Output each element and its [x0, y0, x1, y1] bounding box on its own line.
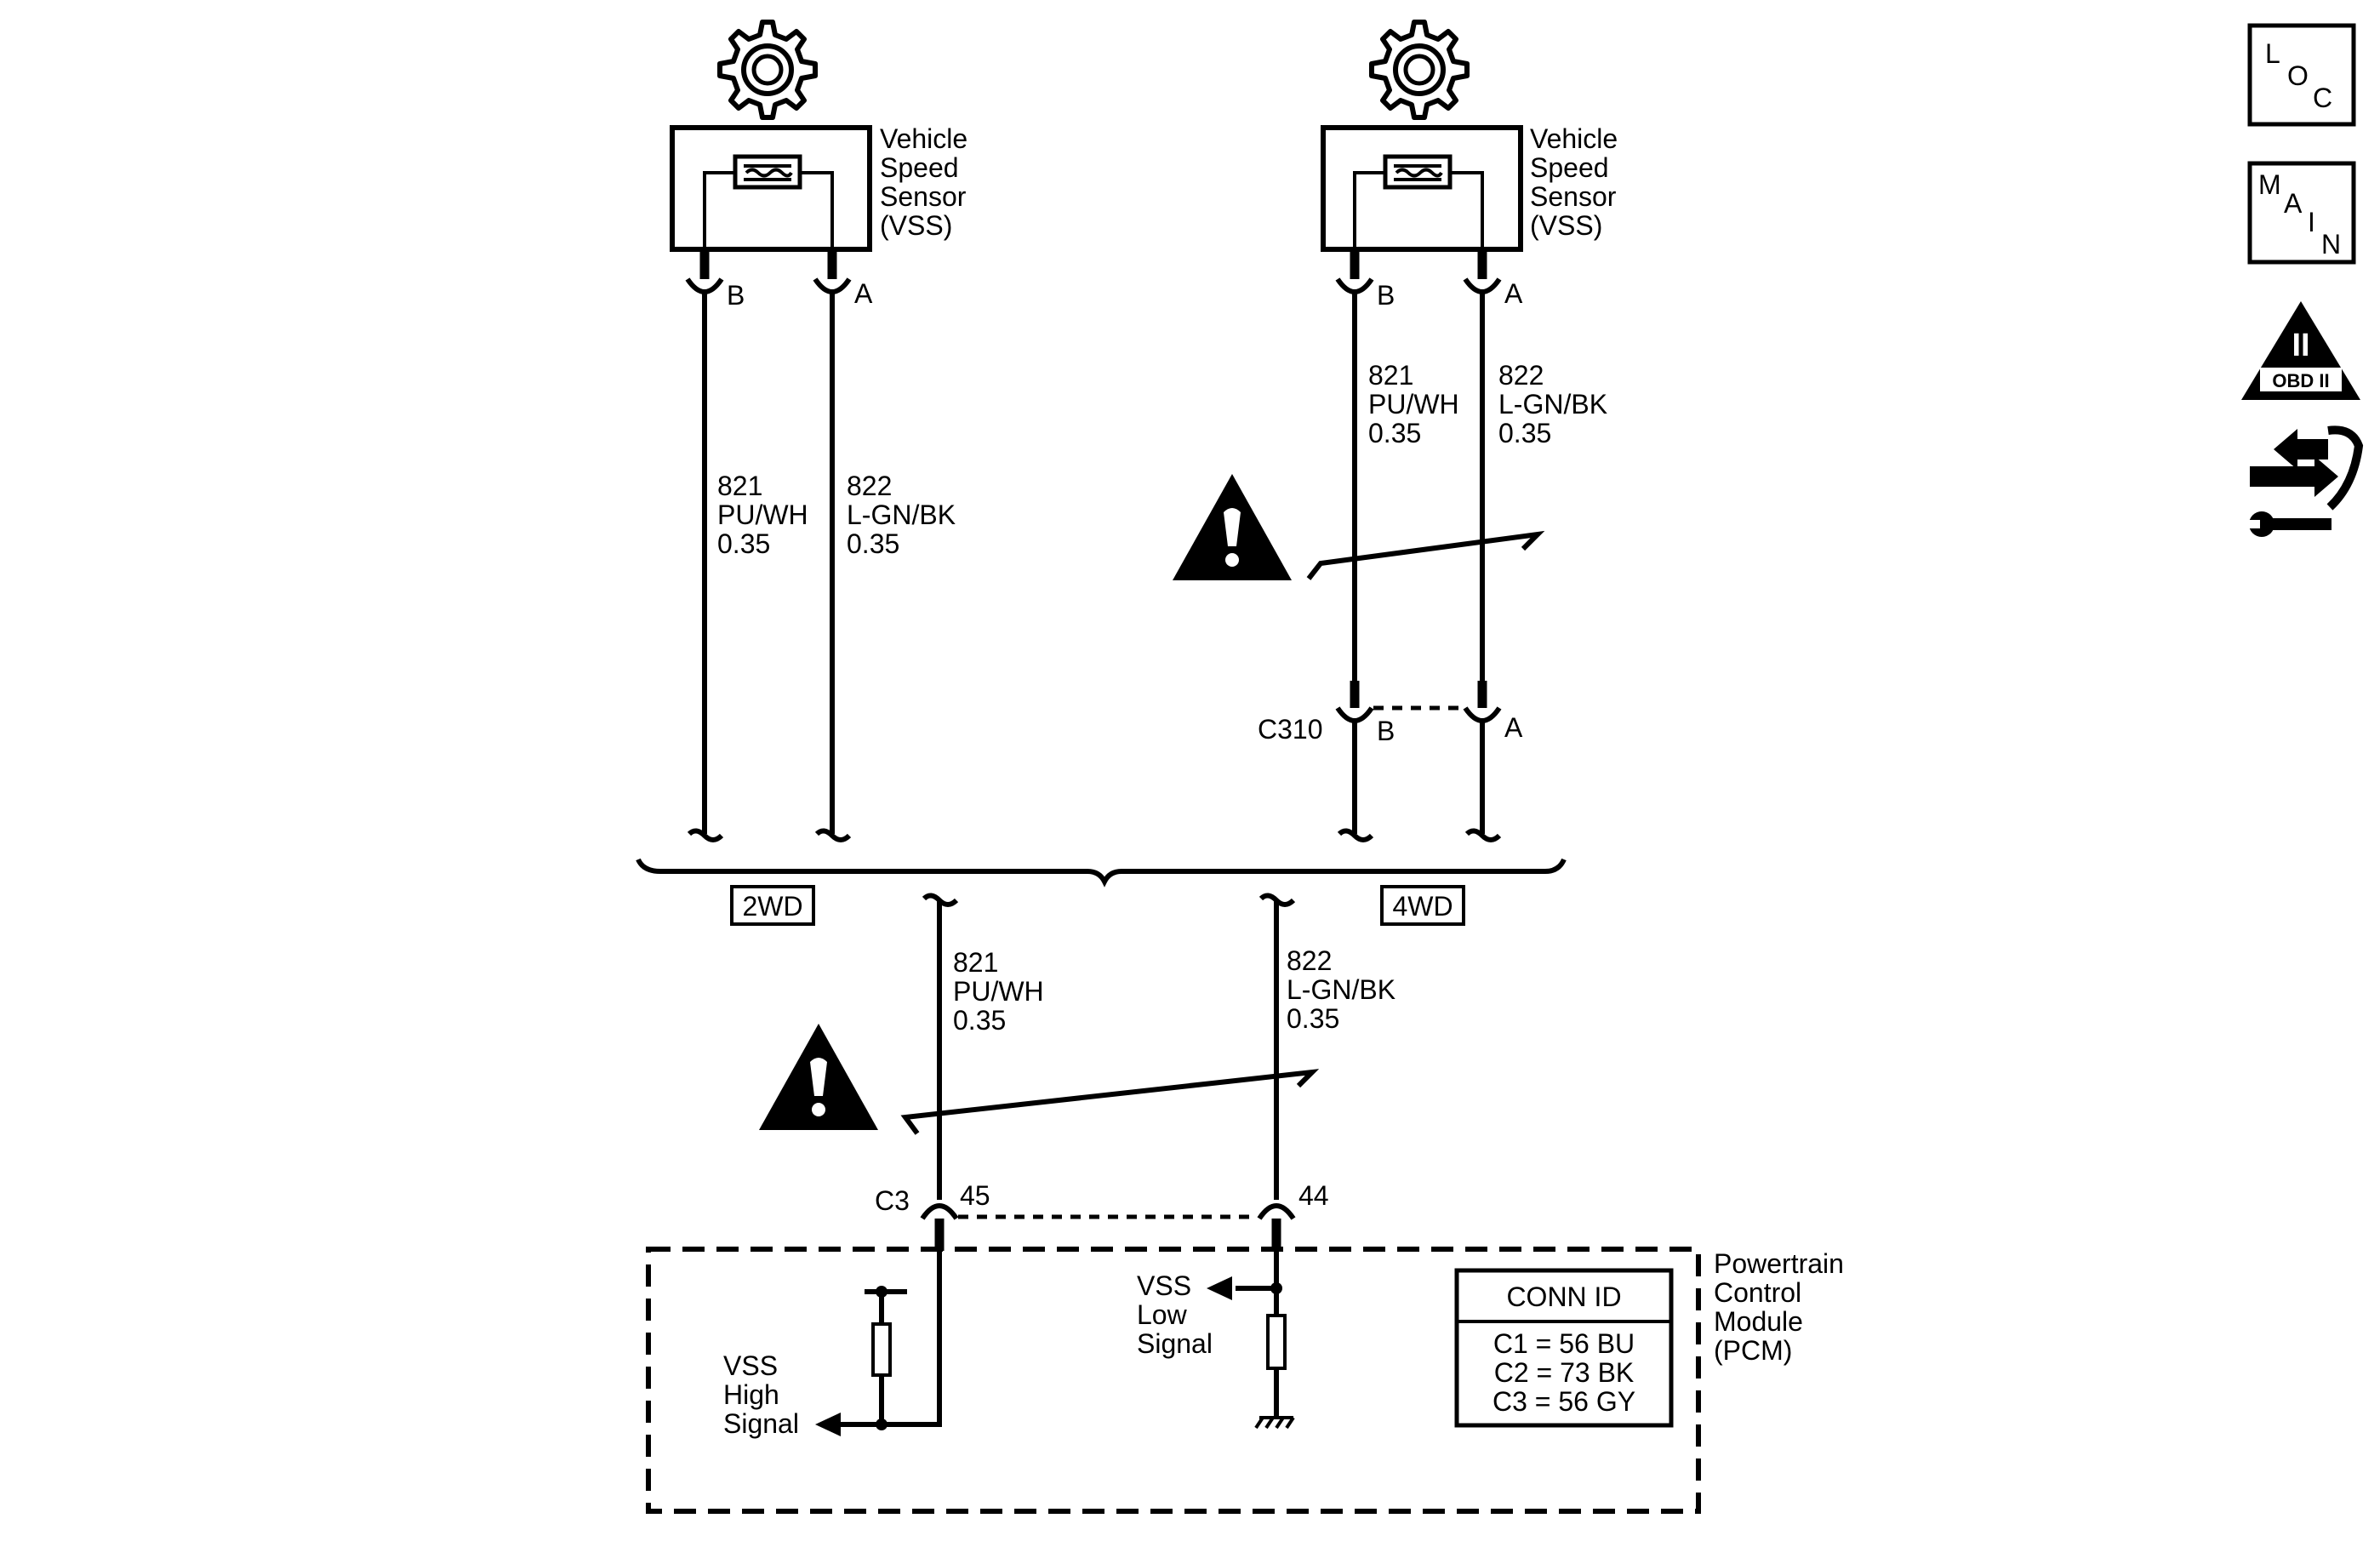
vss-4wd-label-4: (VSS)	[1530, 210, 1602, 241]
connector-c3: C3 45 44	[875, 1180, 1329, 1251]
connector-c310: C310 B A	[1258, 681, 1523, 842]
wire-821-pcm-number: 821	[953, 947, 998, 978]
wire-821-pcm-color: PU/WH	[953, 976, 1044, 1007]
vss-4wd-label-1: Vehicle	[1530, 123, 1618, 154]
c3-pin-44: 44	[1298, 1180, 1329, 1211]
option-brace: 2WD 4WD	[636, 858, 1567, 926]
vss-4wd-label-3: Sensor	[1530, 181, 1617, 212]
option-4wd-label: 4WD	[1392, 891, 1453, 922]
vss-4wd-sensor: Vehicle Speed Sensor (VSS) B A	[1321, 22, 1618, 311]
c310-label: C310	[1258, 714, 1323, 745]
wire-822-2wd-color: L-GN/BK	[847, 499, 956, 530]
pcm-label-4: (PCM)	[1714, 1335, 1792, 1366]
vss-2wd-pin-a: A	[854, 278, 873, 309]
vss-2wd-sensor: Vehicle Speed Sensor (VSS) B A	[670, 22, 967, 311]
vss-2wd-label-2: Speed	[880, 152, 959, 183]
obd-ii-button[interactable]: II OBD II	[2241, 301, 2360, 400]
gear-icon	[720, 22, 815, 117]
vss-2wd-label-1: Vehicle	[880, 123, 967, 154]
conn-id-row: C1 = 56 BU	[1493, 1328, 1635, 1359]
pcm-label-2: Control	[1714, 1277, 1801, 1308]
vss-4wd-pin-a: A	[1504, 278, 1523, 309]
main-letter: I	[2308, 207, 2315, 237]
option-4wd-box	[1380, 885, 1465, 926]
vss-2wd-label-4: (VSS)	[880, 210, 952, 241]
wire-822-pcm-size: 0.35	[1287, 1003, 1339, 1034]
vss-4wd-pin-b: B	[1377, 280, 1395, 311]
vss-high-label-2: High	[723, 1379, 779, 1410]
vss-low-label-3: Signal	[1137, 1328, 1213, 1359]
vss-low-label-1: VSS	[1137, 1270, 1191, 1301]
wire-822-pcm-color: L-GN/BK	[1287, 974, 1395, 1005]
wire-822-2wd-size: 0.35	[847, 528, 899, 559]
pcm-label-1: Powertrain	[1714, 1248, 1844, 1279]
loc-button[interactable]: L O C	[2247, 23, 2356, 127]
conn-id-title: CONN ID	[1506, 1281, 1621, 1312]
gear-icon	[1372, 22, 1467, 117]
wire-821-4wd-color: PU/WH	[1368, 389, 1459, 420]
vss-high-label-1: VSS	[723, 1350, 778, 1381]
vss-low-label-2: Low	[1137, 1299, 1188, 1330]
wire-821-4wd-size: 0.35	[1368, 418, 1421, 448]
main-letter: M	[2258, 169, 2281, 200]
wire-822-4wd-size: 0.35	[1498, 418, 1551, 448]
vss-2wd-pin-b: B	[727, 280, 745, 311]
loc-letter: O	[2287, 60, 2309, 91]
pcm-module: Powertrain Control Module (PCM) VSS High…	[646, 1247, 1844, 1514]
vss-high-label-3: Signal	[723, 1408, 799, 1439]
warning-icon	[1173, 474, 1292, 580]
pullup-resistor	[871, 1322, 892, 1377]
wire-821-2wd-number: 821	[717, 471, 762, 501]
wire-821-2wd-size: 0.35	[717, 528, 770, 559]
wire-822-4wd-color: L-GN/BK	[1498, 389, 1607, 420]
obd-numeral: II	[2292, 328, 2309, 363]
conn-id-table: CONN ID C1 = 56 BU C2 = 73 BK C3 = 56 GY	[1454, 1268, 1674, 1428]
c3-label: C3	[875, 1185, 910, 1216]
wire-821-pcm-size: 0.35	[953, 1005, 1006, 1036]
loc-letter: C	[2313, 83, 2332, 113]
bias-resistor	[1266, 1314, 1287, 1370]
c310-pin-b: B	[1377, 716, 1395, 746]
c3-pin-45: 45	[960, 1180, 990, 1211]
main-letter: A	[2284, 188, 2303, 219]
wire-821-4wd-number: 821	[1368, 360, 1413, 391]
arrow-left-icon	[1207, 1276, 1232, 1300]
conn-id-row: C3 = 56 GY	[1492, 1386, 1635, 1417]
wires-4wd: 821 PU/WH 0.35 822 L-GN/BK 0.35	[1173, 292, 1607, 705]
wire-821-2wd-color: PU/WH	[717, 499, 808, 530]
obd-label: OBD II	[2272, 370, 2329, 391]
pcm-label-3: Module	[1714, 1306, 1803, 1337]
wires-2wd: 821 PU/WH 0.35 822 L-GN/BK 0.35	[687, 292, 956, 842]
wire-822-2wd-number: 822	[847, 471, 892, 501]
loc-letter: L	[2265, 38, 2280, 69]
arrow-left-icon	[815, 1413, 841, 1436]
vss-2wd-label-3: Sensor	[880, 181, 967, 212]
option-2wd-box	[730, 885, 815, 926]
conn-id-row: C2 = 73 BK	[1494, 1357, 1635, 1388]
wires-to-pcm: 821 PU/WH 0.35 822 L-GN/BK 0.35	[759, 893, 1395, 1200]
warning-icon	[759, 1024, 878, 1130]
flow-arrows-icon[interactable]	[2246, 425, 2364, 537]
ground-icon	[1254, 1416, 1295, 1430]
option-2wd-label: 2WD	[742, 891, 802, 922]
vss-4wd-label-2: Speed	[1530, 152, 1609, 183]
c310-pin-a: A	[1504, 712, 1523, 743]
wire-822-4wd-number: 822	[1498, 360, 1544, 391]
wire-822-pcm-number: 822	[1287, 945, 1332, 976]
main-button[interactable]: M A I N	[2247, 161, 2356, 265]
main-letter: N	[2321, 229, 2341, 260]
